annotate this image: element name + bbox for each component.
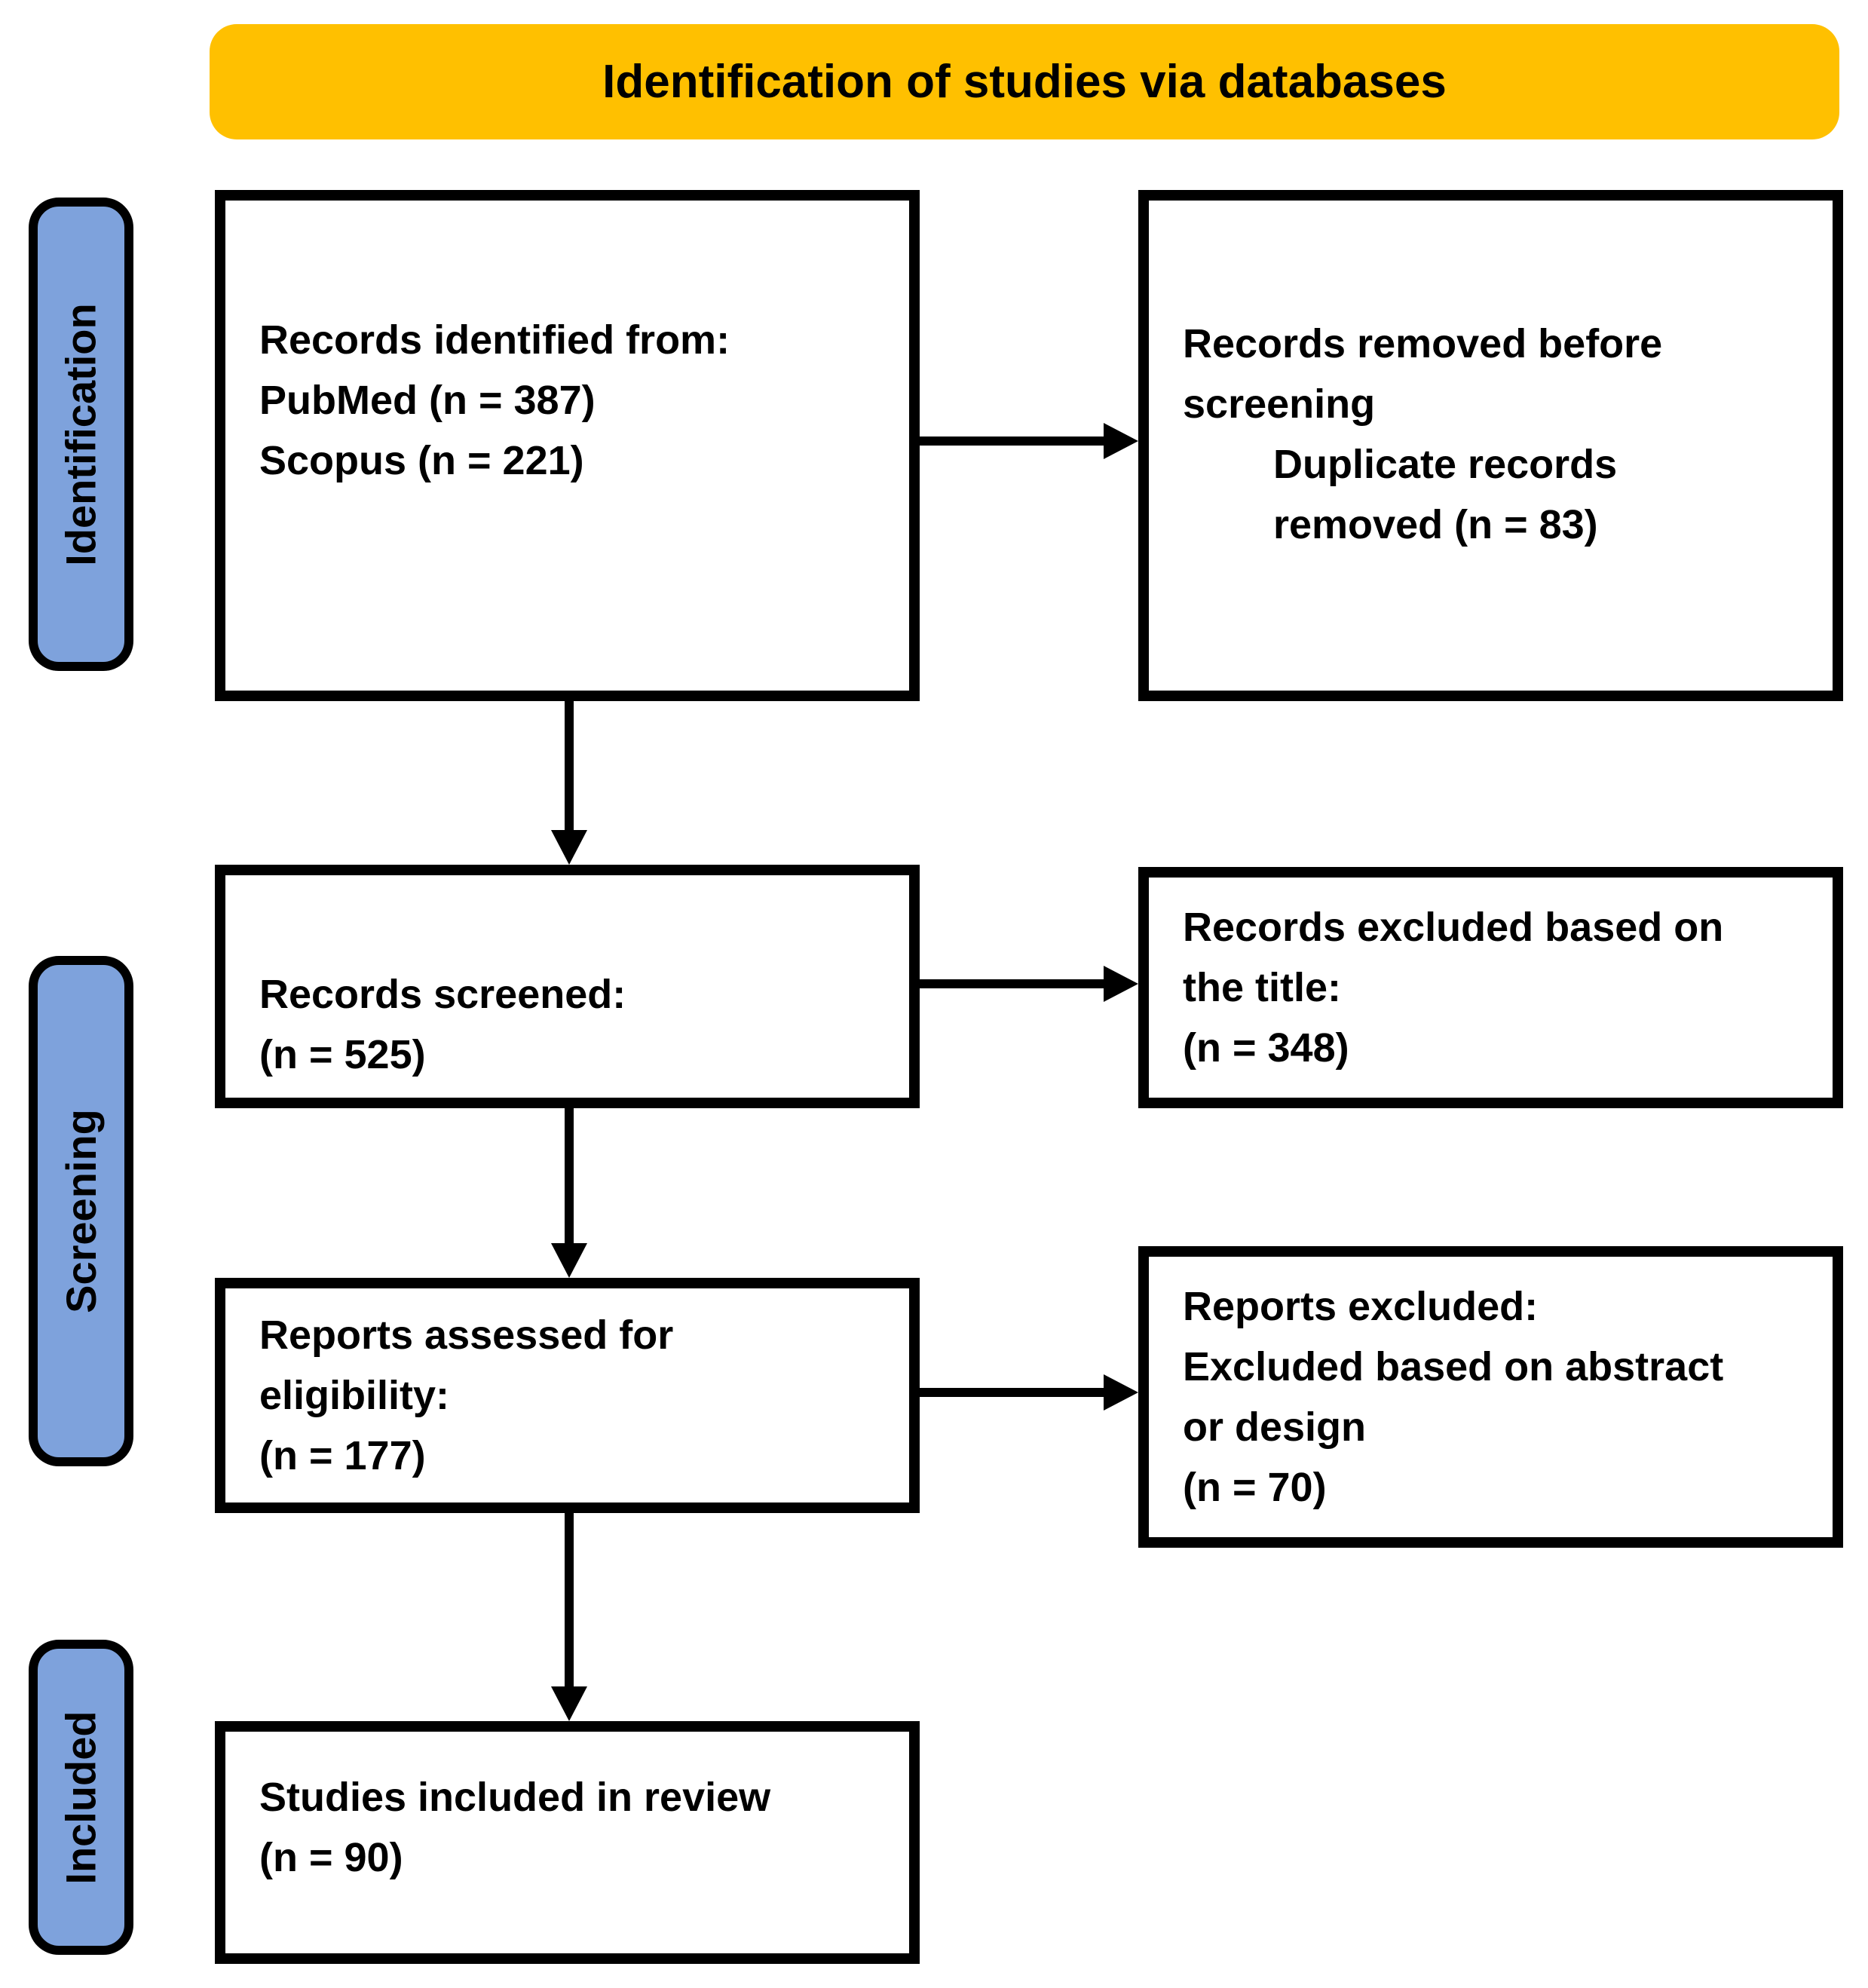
box-records-screened: Records screened: (n = 525) bbox=[215, 865, 920, 1108]
arrowhead-down-icon bbox=[551, 1686, 587, 1721]
arrowhead-right-icon bbox=[1104, 423, 1138, 459]
box-studies-included: Studies included in review (n = 90) bbox=[215, 1721, 920, 1964]
box-reports-assessed-text: Reports assessed for eligibility: (n = 1… bbox=[259, 1313, 674, 1478]
arrowhead-down-icon bbox=[551, 1243, 587, 1278]
stage-label-included: Included bbox=[29, 1640, 133, 1955]
arrow-line bbox=[920, 979, 1104, 988]
box-reports-assessed: Reports assessed for eligibility: (n = 1… bbox=[215, 1278, 920, 1513]
box-studies-included-text: Studies included in review (n = 90) bbox=[259, 1775, 771, 1880]
box-records-removed-detail: Duplicate records removed (n = 83) bbox=[1273, 442, 1618, 547]
arrow-line bbox=[565, 1107, 574, 1244]
arrow-line bbox=[920, 1388, 1104, 1397]
arrowhead-right-icon bbox=[1104, 1374, 1138, 1411]
box-records-identified-text: Records identified from: PubMed (n = 387… bbox=[259, 317, 730, 483]
box-reports-excluded: Reports excluded: Excluded based on abst… bbox=[1138, 1246, 1843, 1548]
arrow-line bbox=[565, 701, 574, 831]
stage-label-identification-text: Identification bbox=[57, 302, 106, 566]
stage-label-screening-text: Screening bbox=[57, 1109, 106, 1313]
box-records-removed: Records removed before screening Duplica… bbox=[1138, 190, 1843, 701]
box-records-screened-text: Records screened: (n = 525) bbox=[259, 971, 626, 1077]
box-records-excluded-title-text: Records excluded based on the title: (n … bbox=[1183, 905, 1724, 1071]
arrow-line bbox=[920, 437, 1104, 446]
box-records-removed-intro: Records removed before screening bbox=[1183, 321, 1663, 427]
diagram-title: Identification of studies via databases bbox=[210, 24, 1839, 139]
stage-label-included-text: Included bbox=[57, 1710, 106, 1885]
box-records-identified: Records identified from: PubMed (n = 387… bbox=[215, 190, 920, 701]
arrowhead-down-icon bbox=[551, 830, 587, 865]
arrow-line bbox=[565, 1512, 574, 1687]
arrowhead-right-icon bbox=[1104, 966, 1138, 1002]
box-records-removed-content: Records removed before screening Duplica… bbox=[1183, 314, 1799, 555]
stage-label-screening: Screening bbox=[29, 956, 133, 1466]
box-reports-excluded-text: Reports excluded: Excluded based on abst… bbox=[1183, 1284, 1724, 1510]
stage-label-identification: Identification bbox=[29, 198, 133, 671]
box-records-excluded-title: Records excluded based on the title: (n … bbox=[1138, 867, 1843, 1108]
